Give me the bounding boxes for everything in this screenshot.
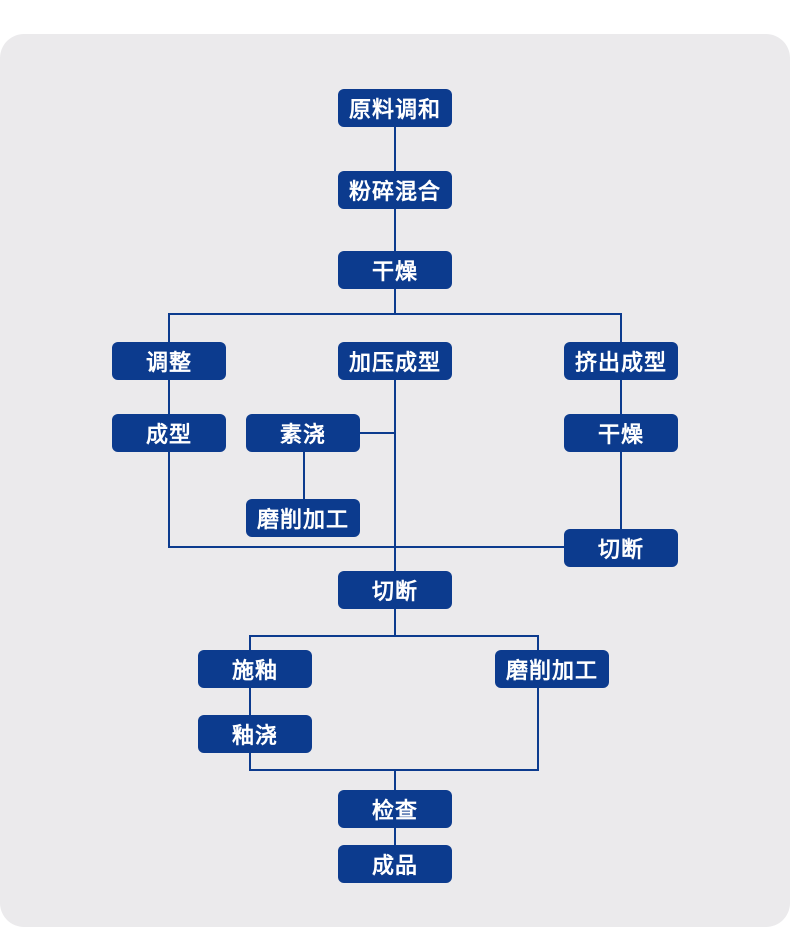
- node-grinding-mixing: 粉碎混合: [338, 171, 452, 209]
- node-extrusion-forming: 挤出成型: [564, 342, 678, 380]
- node-drying: 干燥: [338, 251, 452, 289]
- node-bisque-firing: 素浇: [246, 414, 360, 452]
- node-press-forming: 加压成型: [338, 342, 452, 380]
- connector-forming-to-merge: [168, 452, 564, 548]
- node-finished-product: 成品: [338, 845, 452, 883]
- node-grinding-machining-final: 磨削加工: [495, 650, 609, 688]
- node-forming: 成型: [112, 414, 226, 452]
- node-inspection: 检查: [338, 790, 452, 828]
- connector-branch-split: [168, 313, 622, 342]
- node-raw-blending: 原料调和: [338, 89, 452, 127]
- node-drying-extrusion: 干燥: [564, 414, 678, 452]
- node-glaze-firing: 釉浇: [198, 715, 312, 753]
- node-grinding-machining-bisque: 磨削加工: [246, 499, 360, 537]
- node-cutting: 切断: [338, 571, 452, 609]
- node-cutting-extrusion: 切断: [564, 529, 678, 567]
- connector-finish-split: [249, 635, 539, 650]
- node-adjustment: 调整: [112, 342, 226, 380]
- node-glazing: 施釉: [198, 650, 312, 688]
